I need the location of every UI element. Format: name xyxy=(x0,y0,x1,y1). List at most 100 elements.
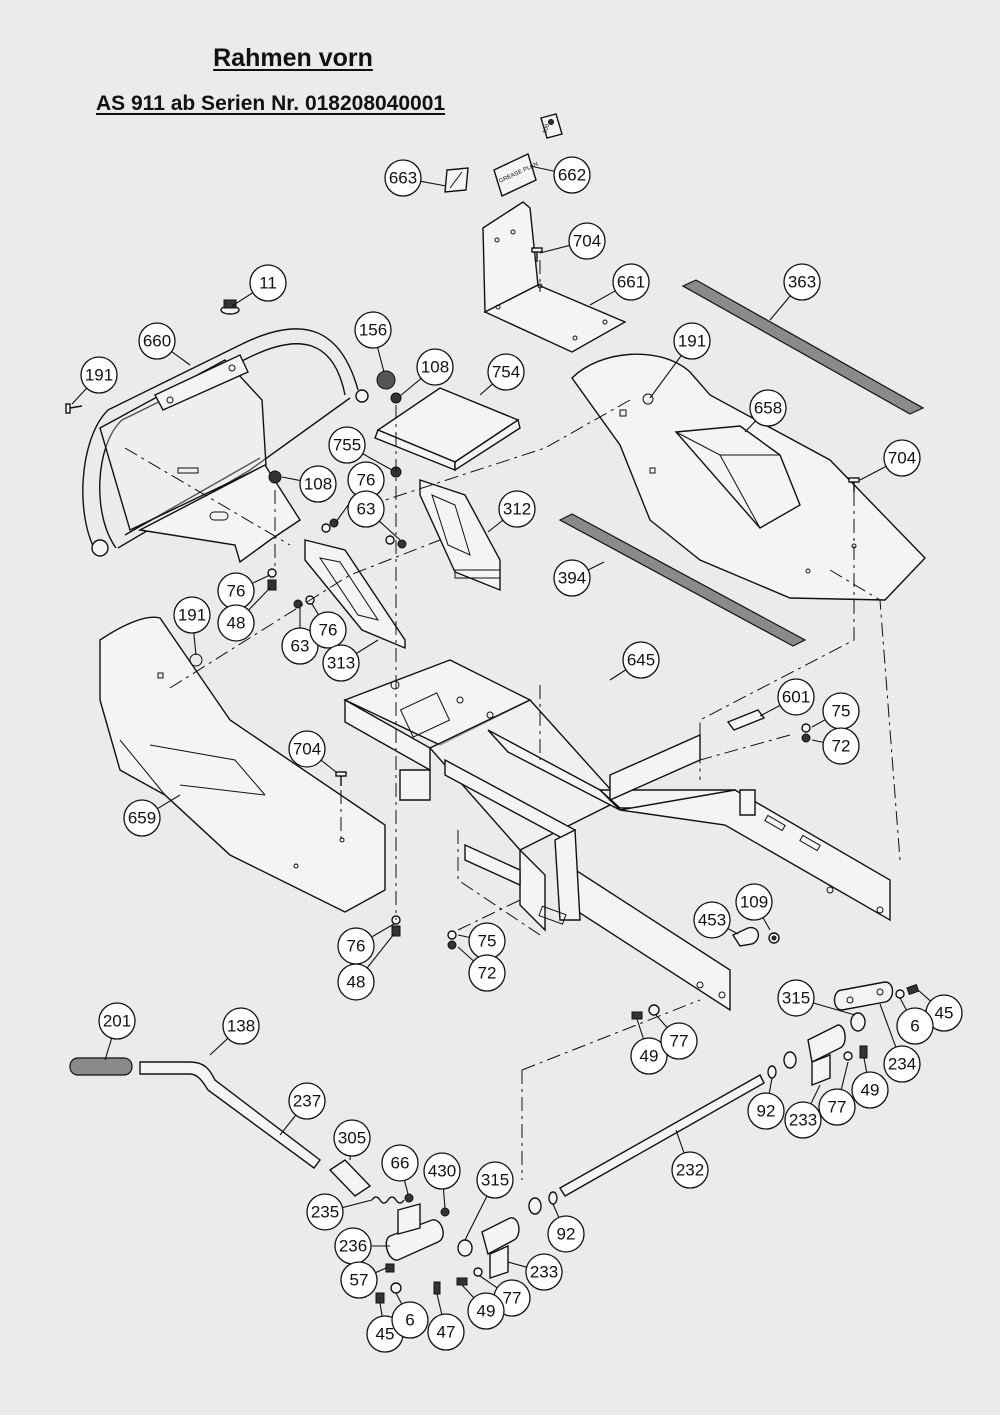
bearing-block-233b xyxy=(481,1217,520,1279)
callout-circle xyxy=(822,727,860,765)
callout-leader xyxy=(209,1037,229,1056)
callout-c661: 661 xyxy=(589,263,650,306)
pivot-236 xyxy=(385,1203,444,1261)
callout-number: 662 xyxy=(558,166,586,185)
sleeve-305 xyxy=(328,1159,372,1197)
callout-c660: 660 xyxy=(138,322,191,366)
callout-number: 11 xyxy=(259,274,277,293)
callout-leader xyxy=(649,355,682,399)
strip-363 xyxy=(681,279,925,415)
callout-number: 645 xyxy=(627,651,655,670)
callout-leader xyxy=(375,1267,387,1274)
spring-235 xyxy=(371,1196,405,1204)
callout-c77b: 77 xyxy=(818,1061,856,1126)
rubber-buffer-11 xyxy=(220,299,240,315)
callout-leader xyxy=(366,933,395,969)
callout-leader xyxy=(655,1014,668,1028)
callout-number: 660 xyxy=(143,332,171,351)
callout-number: 755 xyxy=(333,436,361,455)
callout-c48b: 48 xyxy=(337,933,395,1001)
callout-c48a: 48 xyxy=(217,587,271,642)
callout-circle xyxy=(553,559,591,597)
callout-leader xyxy=(917,989,931,1002)
callout-leader xyxy=(320,759,337,773)
callout-c6a: 6 xyxy=(896,997,934,1045)
washers-63-76-upper xyxy=(321,518,407,549)
callout-number: 49 xyxy=(861,1081,880,1100)
callout-leader xyxy=(457,934,470,938)
grease-plan-plate-662: GREASE PLAN xyxy=(493,153,539,197)
main-frame-645 xyxy=(343,659,891,1012)
callout-c315b: 315 xyxy=(464,1161,514,1241)
callout-leader xyxy=(157,794,181,810)
callout-circle xyxy=(660,1022,698,1060)
callout-circle xyxy=(883,1045,921,1083)
callout-leader xyxy=(281,476,301,482)
callout-c201: 201 xyxy=(98,1002,136,1061)
callout-leader xyxy=(769,295,791,321)
callout-leader xyxy=(675,1129,685,1154)
callout-c237: 237 xyxy=(279,1082,326,1136)
callout-number: 659 xyxy=(128,809,156,828)
callout-leader xyxy=(507,1261,527,1268)
plate-754 xyxy=(374,387,521,472)
callout-number: 313 xyxy=(327,654,355,673)
ring-92b xyxy=(548,1191,558,1205)
callout-leader xyxy=(879,1003,897,1048)
small-plate: 100 xyxy=(540,113,563,139)
callout-number: 92 xyxy=(557,1225,576,1244)
callout-number: 661 xyxy=(617,273,645,292)
bolt-49-77b xyxy=(631,1004,660,1020)
callout-leader xyxy=(420,180,447,187)
callout-number: 48 xyxy=(347,973,366,992)
callout-c662: 662 xyxy=(529,156,591,194)
callout-number: 234 xyxy=(888,1055,916,1074)
callout-circle xyxy=(322,644,360,682)
callout-number: 49 xyxy=(640,1047,659,1066)
bolt-49-77c xyxy=(456,1267,483,1286)
callout-c233b: 233 xyxy=(507,1253,563,1291)
callout-c236: 236 xyxy=(334,1227,390,1265)
callout-c49a: 49 xyxy=(630,1018,668,1075)
callout-leader xyxy=(362,453,393,471)
callout-circle xyxy=(851,1071,889,1109)
callout-circle xyxy=(391,1301,429,1339)
callout-leader xyxy=(379,1302,383,1317)
callout-circle xyxy=(468,954,506,992)
callout-leader xyxy=(744,420,756,433)
callout-c49b: 49 xyxy=(851,1057,889,1109)
fender-659 xyxy=(99,616,386,913)
callout-number: 45 xyxy=(935,1004,954,1023)
strip-394 xyxy=(558,513,807,647)
callout-number: 47 xyxy=(437,1323,456,1342)
bolt-47 xyxy=(433,1281,441,1295)
clip-453 xyxy=(731,926,759,947)
callout-circle xyxy=(337,963,375,1001)
callout-c363: 363 xyxy=(769,263,821,321)
callout-number: 663 xyxy=(389,169,417,188)
callout-circle xyxy=(673,322,711,360)
callout-c754: 754 xyxy=(479,353,525,396)
callout-number: 453 xyxy=(698,911,726,930)
callout-number: 704 xyxy=(573,232,601,251)
grip-201 xyxy=(69,1057,133,1076)
callout-number: 57 xyxy=(350,1271,369,1290)
callout-c704c: 704 xyxy=(288,730,337,773)
shaft-232 xyxy=(559,1074,765,1197)
callout-leader xyxy=(378,520,401,541)
callout-circle xyxy=(354,311,392,349)
nut-washer-75-72b xyxy=(447,930,457,950)
callout-c235: 235 xyxy=(306,1193,373,1231)
callout-circle xyxy=(498,490,536,528)
callout-circle xyxy=(487,353,525,391)
washer-bolt-6-45a xyxy=(895,983,920,999)
callout-number: 77 xyxy=(503,1289,522,1308)
callout-c76c: 76 xyxy=(309,603,347,649)
bracket-312 xyxy=(419,479,501,592)
callout-leader xyxy=(899,997,907,1011)
callout-circle xyxy=(671,1151,709,1189)
callout-number: 76 xyxy=(227,582,246,601)
callout-number: 156 xyxy=(359,321,387,340)
callout-leader xyxy=(813,1002,856,1016)
callout-circle xyxy=(340,1261,378,1299)
